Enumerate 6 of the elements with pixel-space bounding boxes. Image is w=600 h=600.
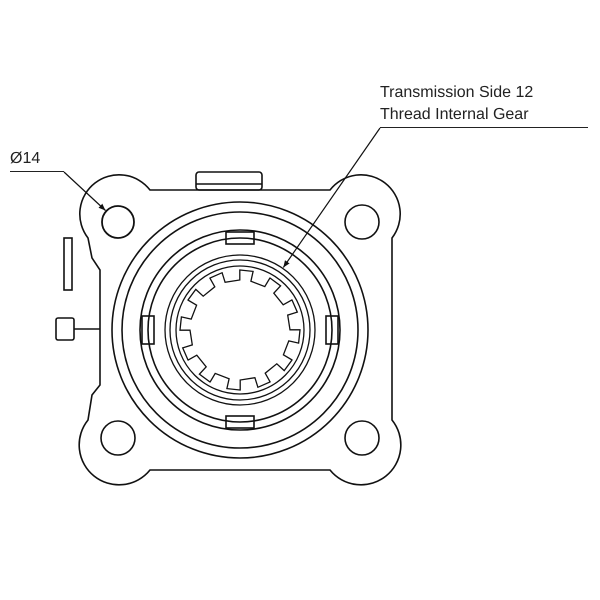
dimension-callout: Ø14 (10, 148, 64, 172)
bolt-hole (101, 205, 135, 239)
callout-text: Transmission Side 12 Thread Internal Gear (380, 82, 588, 128)
leader-line (64, 172, 106, 211)
internal-gear (164, 254, 316, 406)
leader-line (282, 128, 380, 268)
